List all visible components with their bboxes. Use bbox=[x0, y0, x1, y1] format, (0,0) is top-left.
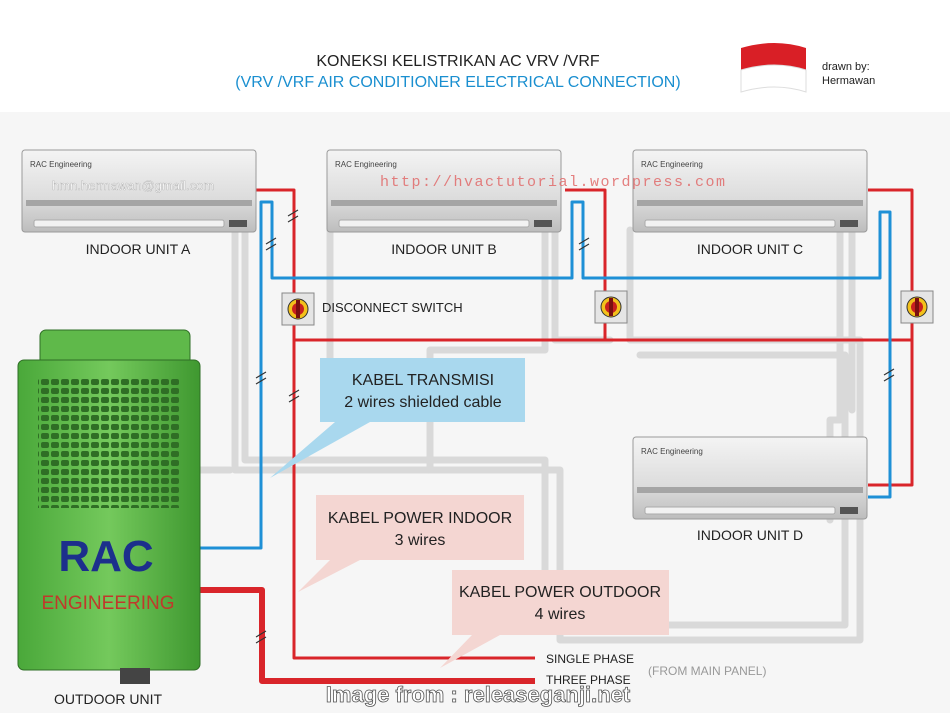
outdoor-logo-main: RAC bbox=[58, 532, 153, 581]
callout-power-indoor bbox=[298, 495, 524, 592]
indoor-unit-c-label: INDOOR UNIT C bbox=[697, 241, 803, 257]
unit-a-brand: RAC Engineering bbox=[30, 160, 92, 169]
watermark-url: http://hvactutorial.wordpress.com bbox=[380, 174, 727, 191]
disconnect-switch-2 bbox=[594, 290, 628, 324]
diagram-title: KONEKSI KELISTRIKAN AC VRV /VRF bbox=[316, 53, 600, 70]
fan-grille bbox=[38, 378, 180, 508]
unit-b-brand: RAC Engineering bbox=[335, 160, 397, 169]
drawn-by-label: drawn by: bbox=[822, 61, 870, 73]
outdoor-power-cable bbox=[200, 587, 535, 684]
callout-power-indoor-line1: KABEL POWER INDOOR bbox=[328, 510, 512, 527]
callout-transmission-line1: KABEL TRANSMISI bbox=[352, 372, 494, 389]
transmission-cable bbox=[200, 200, 892, 550]
indoor-unit-b bbox=[326, 149, 562, 233]
indoor-unit-d bbox=[632, 436, 868, 520]
indonesia-flag-icon bbox=[740, 43, 807, 93]
indoor-power-cable bbox=[256, 188, 914, 660]
callout-power-outdoor-line1: KABEL POWER OUTDOOR bbox=[459, 584, 661, 601]
indoor-unit-a-label: INDOOR UNIT A bbox=[86, 241, 191, 257]
callout-transmission-line2: 2 wires shielded cable bbox=[344, 394, 502, 411]
outdoor-unit bbox=[17, 329, 201, 684]
three-phase-label: THREE PHASE bbox=[546, 673, 631, 687]
disconnect-switch-label: DISCONNECT SWITCH bbox=[322, 300, 463, 315]
callout-transmission bbox=[270, 358, 525, 478]
diagram-subtitle: (VRV /VRF AIR CONDITIONER ELECTRICAL CON… bbox=[235, 74, 680, 91]
indoor-unit-c bbox=[632, 149, 868, 233]
unit-c-brand: RAC Engineering bbox=[641, 160, 703, 169]
footer-watermark: Image from : releaseganji.net bbox=[326, 682, 631, 707]
drawn-by-name: Hermawan bbox=[822, 75, 875, 87]
disconnect-switch-3 bbox=[900, 290, 934, 324]
indoor-unit-b-label: INDOOR UNIT B bbox=[391, 241, 497, 257]
cable-break-marks bbox=[255, 209, 895, 644]
outdoor-logo-sub: ENGINEERING bbox=[41, 593, 174, 614]
outdoor-unit-label: OUTDOOR UNIT bbox=[54, 691, 163, 707]
callout-power-outdoor-line2: 4 wires bbox=[535, 606, 586, 623]
watermark-email: hmn.hermawan@gmail.com bbox=[52, 178, 214, 193]
unit-d-brand: RAC Engineering bbox=[641, 447, 703, 456]
indoor-unit-d-label: INDOOR UNIT D bbox=[697, 527, 803, 543]
callout-power-indoor-line2: 3 wires bbox=[395, 532, 446, 549]
single-phase-label: SINGLE PHASE bbox=[546, 652, 634, 666]
indoor-unit-a bbox=[21, 149, 257, 233]
disconnect-switch-1 bbox=[281, 292, 315, 326]
from-main-panel-label: (FROM MAIN PANEL) bbox=[648, 664, 766, 678]
callout-power-outdoor bbox=[440, 570, 669, 668]
